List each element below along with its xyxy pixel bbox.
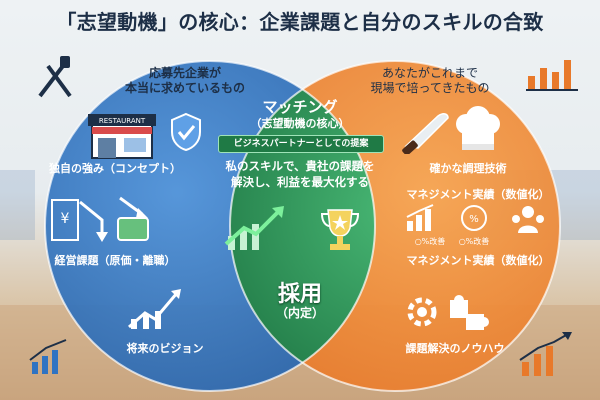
chart-icon	[406, 204, 434, 231]
restaurant-icon: RESTAURANT	[88, 114, 156, 159]
trophy-icon	[320, 209, 360, 250]
fork-knife-icon	[38, 56, 72, 98]
percent-label-0: ○%改善	[414, 237, 446, 246]
right-heading: あなたがこれまで 現場で培ってきたもの	[370, 66, 490, 95]
restaurant-sign-text: RESTAURANT	[99, 117, 146, 125]
center-heading: マッチング	[262, 98, 338, 116]
right-item-3: 課題解決のノウハウ	[405, 342, 505, 355]
growth-arrows-icon	[128, 289, 181, 329]
center-result: 採用	[277, 282, 322, 307]
right-item-2: マネジメント実績（数値化）	[406, 254, 550, 267]
corner-chart-icon-right	[519, 332, 572, 376]
right-item-0: 確かな調理技術	[429, 162, 507, 175]
chef-hat-icon	[456, 106, 500, 150]
rising-chart-icon	[224, 206, 284, 250]
center-message: 私のスキルで、貴社の課題を 解決し、利益を最大化する	[225, 159, 375, 189]
puzzle-icon	[450, 295, 489, 330]
left-item-1: 経営課題（原価・離職）	[54, 254, 176, 267]
left-item-2: 将来のビジョン	[126, 342, 204, 355]
yen-down-icon: ¥	[51, 196, 149, 242]
percent-label-1: ○%改善	[458, 237, 490, 246]
left-item-0: 独自の強み（コンセプト）	[49, 162, 181, 175]
center-badge: ビジネスパートナーとしての提案	[218, 135, 384, 153]
knife-icon	[402, 113, 449, 154]
team-icon	[512, 206, 544, 233]
center-subheading: （志望動機の核心）	[250, 117, 350, 130]
center-result-sub: （内定）	[275, 306, 324, 320]
corner-chart-icon-top	[526, 60, 578, 91]
left-heading: 応募先企業が 本当に求めているもの	[124, 66, 245, 95]
gear-puzzle-icons	[407, 295, 489, 330]
percent-target-icon: %	[461, 205, 487, 231]
corner-chart-icon-left	[29, 339, 67, 374]
svg-text:%: %	[469, 214, 479, 225]
right-item-1: マネジメント実績（数値化）	[406, 188, 550, 201]
gear-icon	[407, 297, 437, 327]
page-title: 「志望動機」の核心：企業課題と自分のスキルの合致	[56, 10, 544, 34]
shield-check-icon	[171, 112, 201, 152]
svg-text:¥: ¥	[61, 211, 70, 227]
